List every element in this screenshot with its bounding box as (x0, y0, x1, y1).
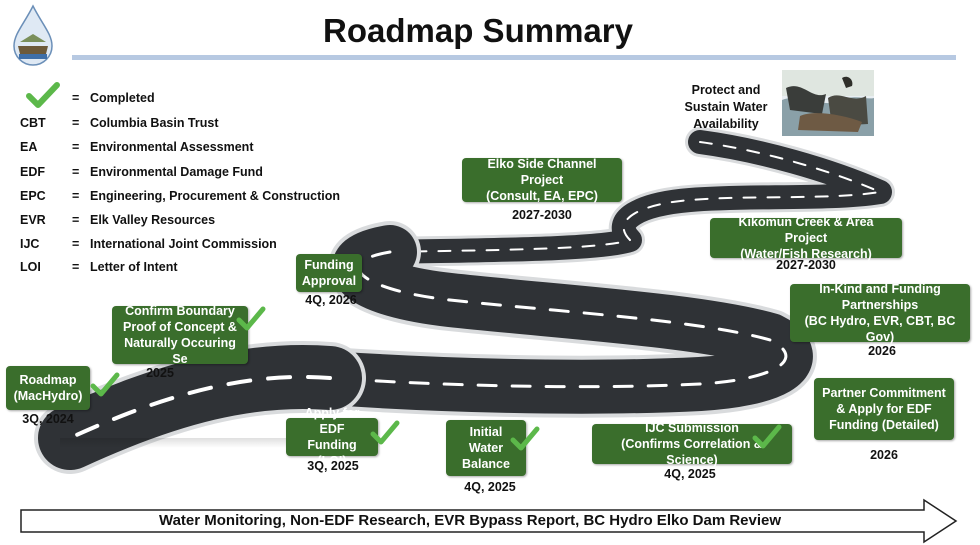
checkmark-icon (26, 82, 60, 108)
road-lane-far (389, 141, 881, 253)
milestone-roadmap: Roadmap (MacHydro) (6, 366, 90, 410)
page-title: Roadmap Summary (323, 12, 633, 49)
water-drop-logo (13, 4, 53, 66)
river-photo (782, 70, 874, 136)
title-underline (72, 55, 956, 60)
milestone-funding-approval-date: 4Q, 2026 (305, 293, 357, 307)
checkmark-icon (752, 424, 782, 449)
road-lane-mid (328, 250, 788, 389)
milestone-apply-edf-loi: Apply for EDF Funding (LOI) (286, 406, 378, 468)
milestone-in-kind-partnerships-date: 2026 (868, 344, 896, 358)
milestone-apply-edf-loi-date: 3Q, 2025 (307, 459, 359, 473)
checkmark-icon (510, 426, 540, 451)
milestone-in-kind-partnerships: In-Kind and Funding Partnerships (BC Hyd… (790, 282, 970, 344)
milestone-kikomun-creek-date: 2027-2030 (776, 258, 836, 272)
milestone-partner-commitment: Partner Commitment & Apply for EDF Fundi… (814, 378, 954, 440)
milestone-initial-water-balance-date: 4Q, 2025 (464, 480, 516, 494)
milestone-kikomun-creek: Kikomun Creek & Area Project (Water/Fish… (710, 215, 902, 261)
milestone-elko-side-channel: Elko Side Channel Project (Consult, EA, … (462, 157, 622, 203)
milestone-confirm-boundary: Confirm Boundary Proof of Concept & Natu… (112, 304, 248, 366)
checkmark-icon (236, 306, 266, 331)
milestone-initial-water-balance: Initial Water Balance (446, 420, 526, 476)
milestone-ijc-submission: IJC Submission (Confirms Correlation & S… (592, 421, 792, 467)
checkmark-icon (370, 420, 400, 445)
milestone-funding-approval: Funding Approval (296, 254, 362, 292)
milestone-ijc-submission-date: 4Q, 2025 (664, 467, 716, 481)
milestone-roadmap-date: 3Q, 2024 (22, 412, 74, 426)
goal-label: Protect and Sustain Water Availability (684, 83, 768, 131)
ongoing-activities-arrow (20, 498, 958, 544)
checkmark-icon (90, 372, 120, 397)
milestone-confirm-boundary-date: 2025 (146, 366, 174, 380)
milestone-elko-side-channel-date: 2027-2030 (512, 208, 572, 222)
milestone-partner-commitment-date: 2026 (870, 448, 898, 462)
road-lane-near (68, 374, 332, 440)
ongoing-activities-label: Water Monitoring, Non-EDF Research, EVR … (158, 512, 782, 529)
